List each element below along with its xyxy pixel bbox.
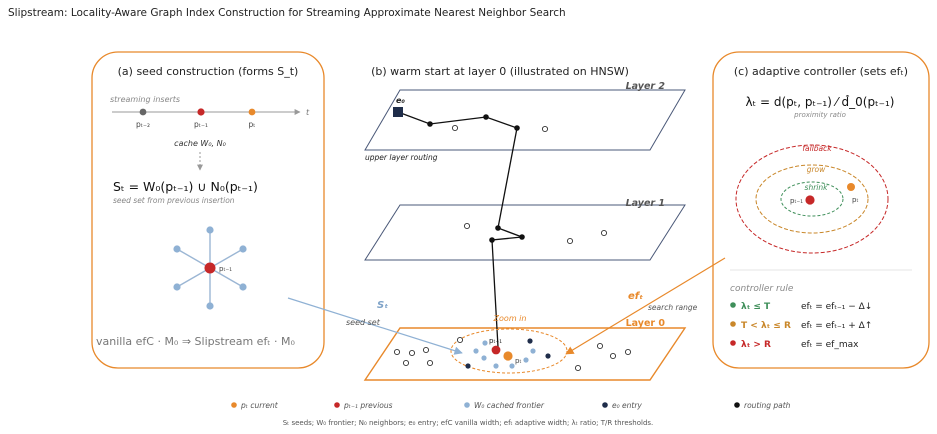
layer-2-nodes — [451, 124, 549, 133]
controller-p-t-label: pₜ — [852, 196, 859, 204]
shrink-label: shrink — [805, 183, 829, 192]
panel-a-title: (a) seed construction (forms S_t) — [118, 65, 299, 78]
legend-frontier-label: W₀ cached frontier — [474, 401, 545, 410]
routing-node — [514, 125, 520, 131]
fallback-zone — [735, 144, 889, 254]
star-node — [206, 302, 214, 310]
point-p-t2 — [139, 108, 147, 116]
layer0-p-t1 — [491, 345, 501, 355]
layer0-p-t — [503, 351, 513, 361]
star-center-node — [204, 262, 216, 274]
neighbor-star — [176, 230, 244, 306]
layer-1-nodes — [463, 222, 608, 245]
label-p-t1: pₜ₋₁ — [194, 120, 208, 129]
panel-a-frame — [91, 51, 325, 369]
rule-3-condition: λₜ > R — [741, 340, 771, 350]
ratio-formula: λₜ = d(pₜ, pₜ₋₁) ⁄ d̂_0(pₜ₋₁) — [746, 95, 895, 109]
rule-2-bullet — [730, 321, 736, 327]
routing-path — [397, 111, 523, 348]
grow-zone — [755, 164, 869, 234]
entry-node — [393, 107, 403, 117]
zoom-label: Zoom in — [493, 314, 527, 323]
controller-p-t — [847, 183, 855, 191]
time-axis-label: t — [306, 108, 310, 117]
vanilla-vs-slipstream: vanilla efC · M₀ ⇒ Slipstream efₜ · M₀ — [96, 335, 296, 348]
routing-node — [519, 234, 525, 240]
streaming-inserts-label: streaming inserts — [110, 95, 180, 104]
star-node — [173, 245, 181, 253]
layer-2-plane — [364, 89, 686, 151]
star-node — [206, 226, 214, 234]
label-p-t: pₜ — [249, 120, 256, 129]
upper-routing-label: upper layer routing — [365, 153, 438, 162]
panel-c-frame — [712, 51, 930, 369]
layer0-p-t-label: pₜ — [515, 357, 522, 365]
layer-0-plane — [363, 327, 687, 381]
routing-node — [483, 114, 489, 120]
search-range-label: search range — [648, 303, 698, 312]
shrink-zone — [780, 181, 844, 217]
layer-0-nodes — [393, 336, 632, 372]
label-p-t2: pₜ₋₂ — [136, 120, 150, 129]
legend-entry-marker — [602, 402, 608, 408]
legend-current-marker — [231, 402, 237, 408]
star-center-label: pₜ₋₁ — [219, 265, 232, 273]
panel-c-title: (c) adaptive controller (sets efₜ) — [734, 65, 908, 78]
rule-3-action: efₜ = ef_max — [801, 340, 859, 350]
seed-set-label: seed set — [346, 318, 381, 327]
layer-0-label: Layer 0 — [626, 318, 666, 329]
rule-1-bullet — [730, 302, 736, 308]
rule-1-action: efₜ = efₜ₋₁ − Δ↓ — [801, 302, 872, 312]
fallback-label: fallback — [802, 144, 832, 153]
layer-2-label: Layer 2 — [626, 81, 666, 92]
search-range-arrow — [565, 257, 726, 355]
legend-frontier-marker — [464, 402, 470, 408]
panel-b-title: (b) warm start at layer 0 (illustrated o… — [371, 65, 629, 78]
seed-formula-sub: seed set from previous insertion — [113, 196, 235, 205]
rule-2-action: efₜ = efₜ₋₁ + Δ↑ — [801, 321, 872, 331]
ratio-formula-label: proximity ratio — [793, 111, 846, 119]
footnote: Sₜ seeds; W₀ frontier; N₀ neighbors; e₀ … — [283, 419, 654, 427]
legend-entry-label: e₀ entry — [612, 401, 642, 410]
cached-frontier-nodes — [473, 340, 536, 369]
seed-set-symbol: Sₜ — [377, 300, 388, 311]
layer-1-label: Layer 1 — [626, 198, 665, 209]
grow-label: grow — [807, 165, 826, 174]
rule-3-bullet — [730, 340, 736, 346]
star-node — [239, 283, 247, 291]
legend-previous-label: pₜ₋₁ previous — [343, 401, 393, 410]
legend-routing-marker — [734, 402, 740, 408]
routing-node — [489, 237, 495, 243]
star-node — [239, 245, 247, 253]
layer-1-plane — [364, 204, 686, 261]
controller-p-t1 — [805, 195, 815, 205]
legend-current-label: pₜ current — [240, 401, 279, 410]
legend-routing-label: routing path — [744, 401, 791, 410]
layer-0-dark-nodes — [465, 338, 551, 369]
search-range-symbol: efₜ — [628, 291, 643, 302]
rule-1-condition: λₜ ≤ T — [741, 302, 771, 312]
routing-node — [427, 121, 433, 127]
entry-label: e₀ — [396, 96, 405, 105]
star-node — [173, 283, 181, 291]
point-p-t — [248, 108, 256, 116]
legend-previous-marker — [334, 402, 340, 408]
figure-title: Slipstream: Locality-Aware Graph Index C… — [8, 7, 566, 19]
cache-label: cache W₀, N₀ — [174, 139, 226, 148]
controller-rule-title: controller rule — [730, 284, 794, 294]
seed-set-arrow — [287, 297, 463, 355]
rule-2-condition: T < λₜ ≤ R — [741, 321, 791, 331]
layer0-p-t1-label: pₜ₋₁ — [489, 337, 502, 345]
controller-p-t1-label: pₜ₋₁ — [790, 197, 803, 205]
routing-node — [495, 225, 501, 231]
point-p-t1 — [197, 108, 205, 116]
seed-formula: Sₜ = W₀(pₜ₋₁) ∪ N₀(pₜ₋₁) — [113, 179, 258, 194]
